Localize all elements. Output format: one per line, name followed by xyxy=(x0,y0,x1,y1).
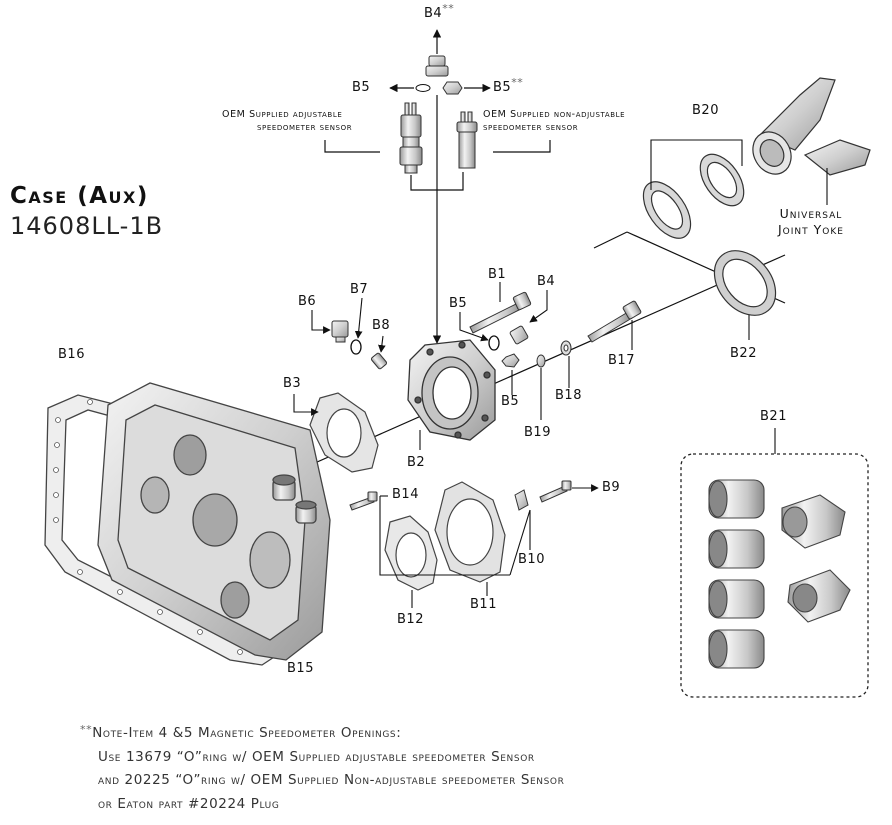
b5-oring-mid xyxy=(488,335,500,351)
b14-screw xyxy=(349,491,378,511)
label-b2: B2 xyxy=(407,455,426,470)
label-b16: B16 xyxy=(58,347,85,362)
universal-joint-yoke xyxy=(752,77,871,176)
label-b4: B4 xyxy=(537,274,556,289)
label-b5-left-top: B5 xyxy=(352,80,371,95)
label-b19: B19 xyxy=(524,425,551,440)
b5-nut-lower xyxy=(501,353,520,368)
b4-plug-mid xyxy=(509,325,529,345)
nonadjustable-sensor-label-1: OEM Supplied non-adjustable xyxy=(483,109,626,120)
b8-screw xyxy=(370,352,388,370)
label-b6: B6 xyxy=(298,294,317,309)
label-b14: B14 xyxy=(392,487,419,502)
label-b7: B7 xyxy=(350,282,369,297)
b21-bushings xyxy=(708,479,851,669)
b21-kit-box xyxy=(680,453,869,698)
label-b3: B3 xyxy=(283,376,302,391)
adjustable-sensor-label-1: OEM Supplied adjustable xyxy=(222,109,343,120)
label-b20: B20 xyxy=(692,103,719,118)
adjustable-sensor xyxy=(399,102,423,174)
b12-gasket xyxy=(384,515,438,591)
label-b12: B12 xyxy=(397,612,424,627)
label-b8: B8 xyxy=(372,318,391,333)
b15-case xyxy=(97,382,331,661)
b17-bolt xyxy=(587,300,642,343)
label-b5-lower: B5 xyxy=(501,394,520,409)
label-b18: B18 xyxy=(555,388,582,403)
adjustable-sensor-label-2: speedometer sensor xyxy=(257,122,353,133)
b5-oring-left xyxy=(415,84,431,92)
b6-plug xyxy=(331,320,349,343)
label-b10: B10 xyxy=(518,552,545,567)
nonadjustable-sensor xyxy=(456,111,478,169)
label-b5-mid: B5 xyxy=(449,296,468,311)
b5-nut-right xyxy=(442,81,463,95)
b18-washer xyxy=(560,340,572,356)
b2-housing xyxy=(407,339,496,441)
b4-plug xyxy=(425,55,449,77)
label-b22: B22 xyxy=(730,346,757,361)
b3-gasket xyxy=(309,392,379,473)
b19-spacer xyxy=(536,354,546,368)
nonadjustable-sensor-label-2: speedometer sensor xyxy=(483,122,579,133)
b1-bolt xyxy=(469,291,532,334)
label-b15: B15 xyxy=(287,661,314,676)
b10-clip xyxy=(514,489,529,511)
speedometer-note: **Note-Item 4 &5 Magnetic Speedometer Op… xyxy=(80,723,565,812)
b9-screw xyxy=(539,480,572,503)
b22-seal xyxy=(713,250,777,316)
label-b9: B9 xyxy=(602,480,621,495)
label-b4-top: B4** xyxy=(424,2,455,21)
b20-bearing-inner xyxy=(699,153,745,207)
label-b1: B1 xyxy=(488,267,507,282)
universal-joint-yoke-label: Universal Joint Yoke xyxy=(778,206,844,237)
label-b17: B17 xyxy=(608,353,635,368)
label-b21: B21 xyxy=(760,409,787,424)
b11-plate xyxy=(434,481,506,583)
case-title: Case (Aux) xyxy=(10,183,149,209)
label-b11: B11 xyxy=(470,597,497,612)
b7-oring xyxy=(350,339,362,355)
b20-bearing-outer xyxy=(642,181,692,239)
part-number: 14608LL-1B xyxy=(10,212,164,240)
label-b5-right-top: B5** xyxy=(493,76,524,95)
